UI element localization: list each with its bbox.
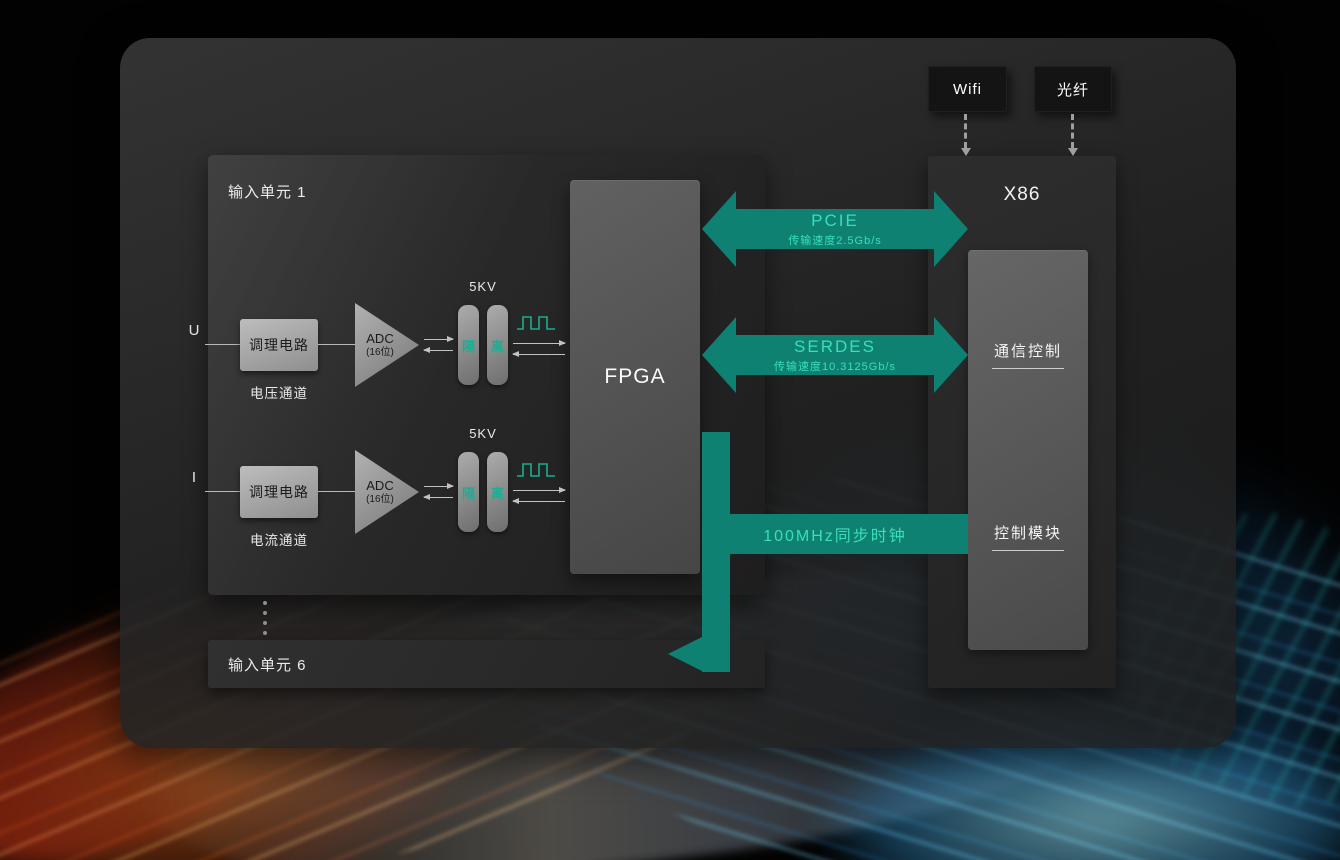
arrow-left-icon bbox=[512, 351, 566, 358]
pcie-bus-arrow: PCIE 传输速度2.5Gb/s bbox=[702, 191, 968, 267]
arrow-head-left-icon bbox=[702, 317, 736, 393]
wire bbox=[318, 344, 355, 345]
voltage-channel-label: 电压通道 bbox=[250, 386, 308, 401]
square-wave-icon bbox=[517, 316, 555, 330]
isolation-char: 离 bbox=[490, 485, 504, 501]
arrow-head-left-icon bbox=[702, 191, 736, 267]
wire bbox=[318, 491, 355, 492]
current-channel-label: 电流通道 bbox=[250, 533, 308, 548]
pcie-bus-body: PCIE 传输速度2.5Gb/s bbox=[734, 209, 936, 249]
serdes-label: SERDES bbox=[794, 336, 876, 356]
wire bbox=[205, 344, 240, 345]
bidirectional-arrows-icon bbox=[423, 336, 454, 354]
isolation-bar: 离 bbox=[487, 305, 508, 385]
input-unit-6-title: 输入单元 6 bbox=[228, 656, 307, 674]
isolation-block: 隔 离 bbox=[458, 452, 508, 532]
x86-module-box: 通信控制 控制模块 bbox=[968, 250, 1088, 650]
fiber-box: 光纤 bbox=[1034, 66, 1112, 112]
adc-label: ADC bbox=[366, 478, 394, 494]
arrow-right-icon bbox=[512, 340, 566, 347]
wifi-box: Wifi bbox=[928, 66, 1007, 112]
arrow-left-icon bbox=[423, 347, 454, 354]
fpga-label: FPGA bbox=[604, 365, 666, 388]
dot bbox=[263, 611, 267, 615]
fpga-block: FPGA bbox=[570, 180, 700, 574]
serdes-bus-arrow: SERDES 传输速度10.3125Gb/s bbox=[702, 317, 968, 393]
adc-text: ADC (16位) bbox=[357, 478, 403, 506]
dot bbox=[263, 621, 267, 625]
wifi-label: Wifi bbox=[953, 80, 982, 98]
input-i-label: I bbox=[191, 469, 197, 486]
bidirectional-arrows-icon bbox=[423, 483, 454, 501]
sync-clock-arrowhead-icon bbox=[668, 637, 702, 671]
input-u-label: U bbox=[188, 322, 200, 339]
adc-bits-label: (16位) bbox=[366, 346, 394, 358]
bidirectional-arrows-icon bbox=[512, 487, 566, 505]
wifi-dashed-arrow-down-icon bbox=[960, 114, 971, 156]
arrow-head-right-icon bbox=[934, 191, 968, 267]
isolation-bar: 隔 bbox=[458, 452, 479, 532]
isolation-char: 隔 bbox=[461, 338, 475, 354]
adc-bits-label: (16位) bbox=[366, 493, 394, 505]
pcie-label: PCIE bbox=[811, 210, 859, 230]
fiber-dashed-arrow-down-icon bbox=[1067, 114, 1078, 156]
arrow-right-icon bbox=[512, 487, 566, 494]
arrow-left-icon bbox=[512, 498, 566, 505]
conditioning-circuit-box: 调理电路 bbox=[240, 466, 318, 518]
module-control: 控制模块 bbox=[991, 522, 1065, 551]
sync-clock-bus: 100MHz同步时钟 bbox=[702, 514, 968, 554]
x86-title: X86 bbox=[1003, 184, 1041, 205]
isolation-block: 隔 离 bbox=[458, 305, 508, 385]
arrow-right-icon bbox=[423, 336, 454, 343]
isolation-voltage-label: 5KV bbox=[469, 426, 497, 441]
module-communication-control: 通信控制 bbox=[991, 340, 1065, 369]
dot bbox=[263, 631, 267, 635]
sync-clock-label: 100MHz同步时钟 bbox=[763, 528, 907, 545]
isolation-bar: 离 bbox=[487, 452, 508, 532]
isolation-voltage-label: 5KV bbox=[469, 279, 497, 294]
arrow-right-icon bbox=[423, 483, 454, 490]
serdes-bus-body: SERDES 传输速度10.3125Gb/s bbox=[734, 335, 936, 375]
adc-label: ADC bbox=[366, 331, 394, 347]
arrow-head-right-icon bbox=[934, 317, 968, 393]
serdes-speed-label: 传输速度10.3125Gb/s bbox=[774, 360, 896, 373]
vertical-ellipsis-icon bbox=[263, 601, 267, 635]
isolation-bar: 隔 bbox=[458, 305, 479, 385]
wire bbox=[205, 491, 240, 492]
dot bbox=[263, 601, 267, 605]
arrow-left-icon bbox=[423, 494, 454, 501]
conditioning-circuit-box: 调理电路 bbox=[240, 319, 318, 371]
isolation-char: 离 bbox=[490, 338, 504, 354]
pcie-speed-label: 传输速度2.5Gb/s bbox=[788, 234, 882, 247]
isolation-char: 隔 bbox=[461, 485, 475, 501]
bidirectional-arrows-icon bbox=[512, 340, 566, 358]
square-wave-icon bbox=[517, 463, 555, 477]
fiber-label: 光纤 bbox=[1056, 81, 1089, 99]
adc-text: ADC (16位) bbox=[357, 331, 403, 359]
input-unit-1-title: 输入单元 1 bbox=[228, 184, 307, 201]
